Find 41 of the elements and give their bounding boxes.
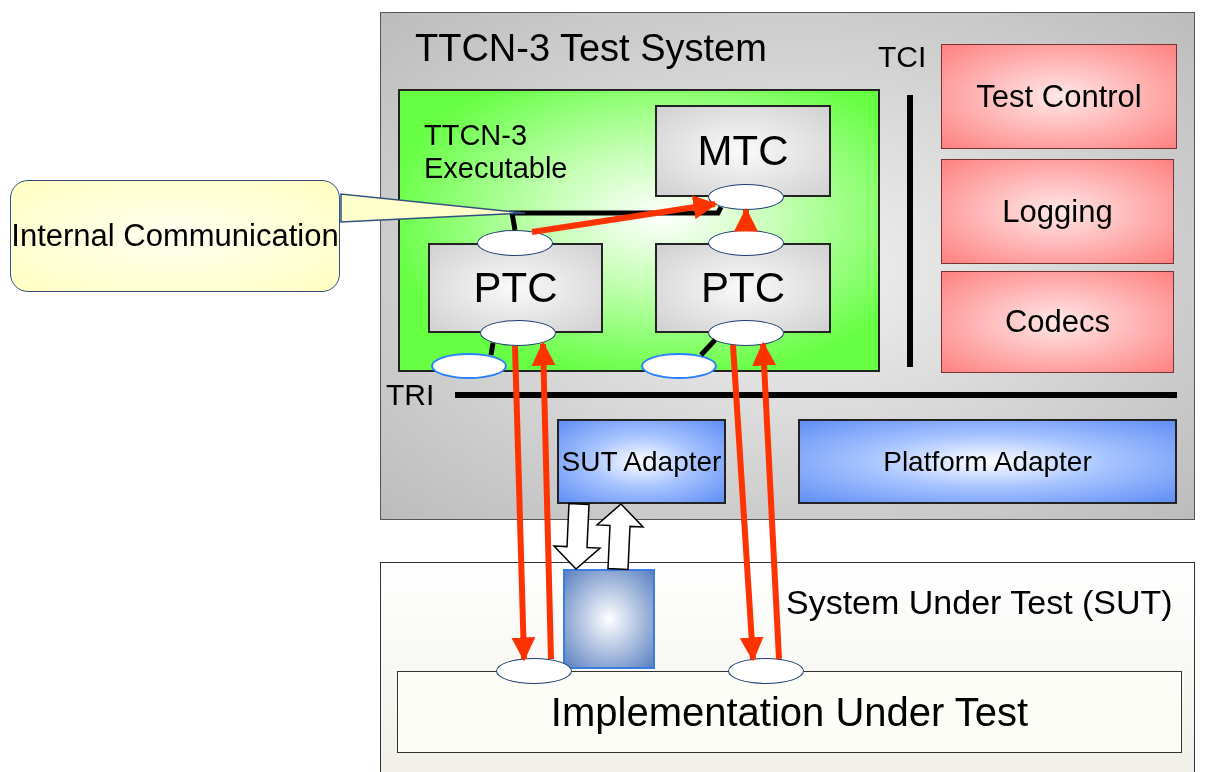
box-label: Implementation Under Test: [550, 689, 1029, 736]
connector-line: [699, 338, 717, 357]
interface-label: TRI: [386, 378, 435, 412]
box-label: MTC: [697, 125, 789, 176]
system-panel: [380, 562, 1195, 772]
module-box: [941, 271, 1174, 373]
implementation-box: [397, 671, 1182, 753]
leader-line: [340, 193, 526, 223]
connector-line: [488, 342, 496, 356]
box-label: PTC: [701, 262, 785, 313]
gradient-box: [563, 569, 655, 669]
interface-label: TCI: [878, 40, 927, 74]
box-label: SUT Adapter: [561, 444, 722, 479]
panel-title: System Under Test (SUT): [786, 583, 1173, 623]
box-label: Codecs: [1004, 303, 1111, 341]
panel-title: TTCN-3 Test System: [415, 27, 767, 71]
callout-bubble: [10, 180, 340, 292]
box-label: Test Control: [976, 77, 1142, 116]
box-label: PTC: [473, 262, 558, 313]
component-box: [655, 105, 831, 197]
module-box: [941, 44, 1177, 149]
arrow: [730, 344, 764, 662]
block-arrow: [552, 502, 602, 571]
module-box: [941, 159, 1174, 264]
component-box: [655, 243, 831, 333]
system-panel: [380, 12, 1195, 520]
arrow: [734, 207, 758, 232]
block-arrow: [595, 502, 645, 571]
callout-text: Internal Communication: [11, 217, 339, 255]
arrow: [752, 341, 782, 660]
adapter-box: [798, 419, 1177, 504]
component-box: [428, 243, 603, 333]
panel-title: TTCN-3 Executable: [424, 119, 569, 186]
box-label: Logging: [1002, 192, 1113, 231]
connector-line: [509, 205, 724, 231]
arrow: [531, 341, 556, 660]
arrow: [531, 195, 718, 235]
arrow: [511, 345, 536, 662]
adapter-box: [557, 419, 726, 504]
executable-panel: [398, 89, 880, 372]
box-label: Platform Adapter: [883, 444, 1092, 479]
